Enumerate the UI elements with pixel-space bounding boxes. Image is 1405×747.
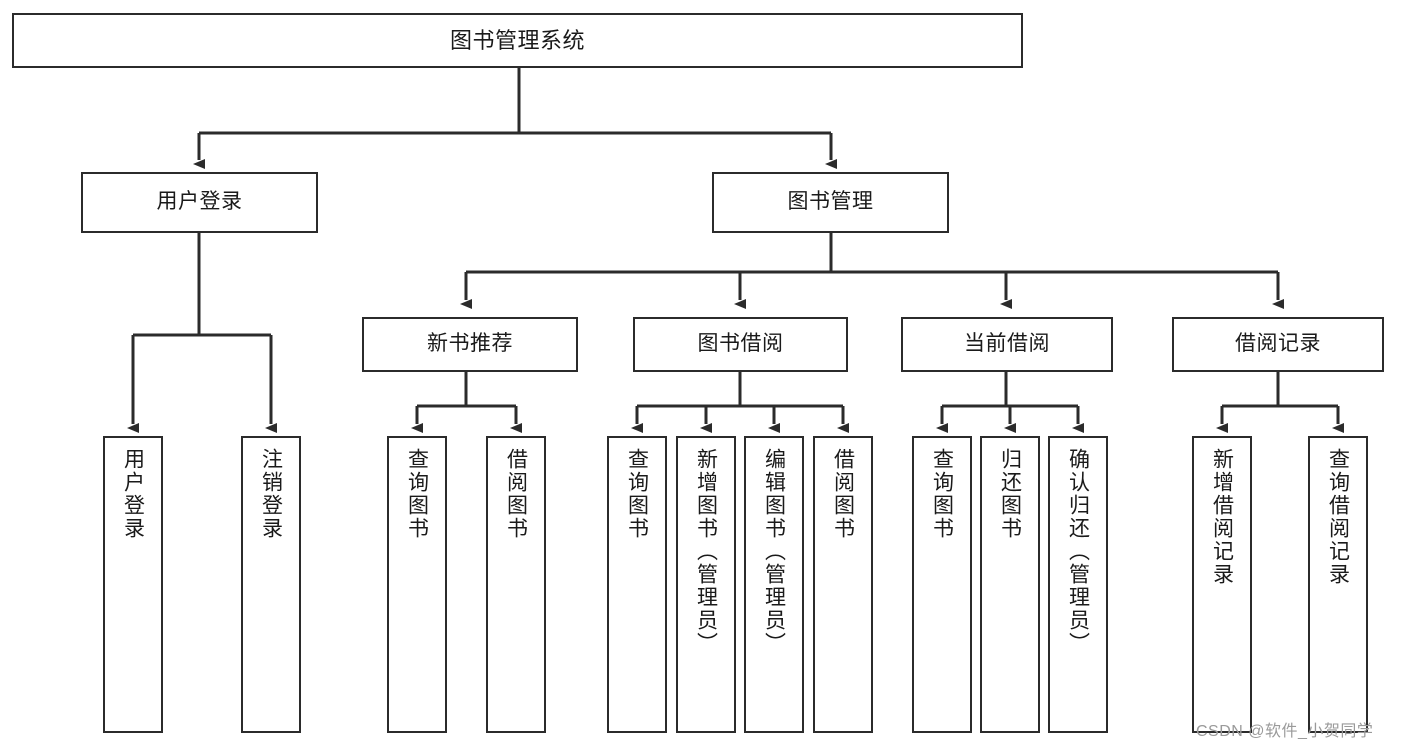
node-leaf-confirm-return[interactable]: 确认归还（管理员） xyxy=(1048,436,1108,733)
node-label: 查询图书 xyxy=(405,448,429,540)
node-label: 用户登录 xyxy=(156,190,243,214)
node-label: 借阅图书 xyxy=(831,448,855,540)
node-label: 查询图书 xyxy=(625,448,649,540)
node-leaf-query-record[interactable]: 查询借阅记录 xyxy=(1308,436,1368,733)
node-leaf-logout-login[interactable]: 注销登录 xyxy=(241,436,301,733)
node-book-borrow[interactable]: 图书借阅 xyxy=(633,317,848,372)
node-label: 确认归还（管理员） xyxy=(1066,448,1090,655)
node-leaf-add-book[interactable]: 新增图书（管理员） xyxy=(676,436,736,733)
node-label: 新增借阅记录 xyxy=(1210,448,1234,586)
node-label: 用户登录 xyxy=(121,448,145,540)
node-label: 查询借阅记录 xyxy=(1326,448,1350,586)
node-label: 图书借阅 xyxy=(697,332,784,356)
node-label: 归还图书 xyxy=(998,448,1022,540)
node-leaf-return-book[interactable]: 归还图书 xyxy=(980,436,1040,733)
node-leaf-query-book-2[interactable]: 查询图书 xyxy=(607,436,667,733)
node-leaf-edit-book[interactable]: 编辑图书（管理员） xyxy=(744,436,804,733)
node-new-book-recommend[interactable]: 新书推荐 xyxy=(362,317,578,372)
node-label: 新增图书（管理员） xyxy=(694,448,718,655)
node-label: 借阅图书 xyxy=(504,448,528,540)
csdn-watermark: CSDN @软件_小贺同学 xyxy=(1196,723,1374,740)
node-label: 注销登录 xyxy=(259,448,283,540)
node-label: 查询图书 xyxy=(930,448,954,540)
node-leaf-borrow-book-1[interactable]: 借阅图书 xyxy=(486,436,546,733)
node-label: 编辑图书（管理员） xyxy=(762,448,786,655)
node-label: 当前借阅 xyxy=(964,332,1050,356)
node-book-management-system[interactable]: 图书管理系统 xyxy=(12,13,1023,68)
node-book-management[interactable]: 图书管理 xyxy=(712,172,949,233)
node-label: 图书管理系统 xyxy=(449,27,585,53)
node-borrow-record[interactable]: 借阅记录 xyxy=(1172,317,1384,372)
node-label: 借阅记录 xyxy=(1235,332,1321,356)
node-leaf-query-book-1[interactable]: 查询图书 xyxy=(387,436,447,733)
node-user-login[interactable]: 用户登录 xyxy=(81,172,318,233)
node-leaf-user-login[interactable]: 用户登录 xyxy=(103,436,163,733)
node-current-borrow[interactable]: 当前借阅 xyxy=(901,317,1113,372)
node-label: 图书管理 xyxy=(787,190,874,214)
node-leaf-add-record[interactable]: 新增借阅记录 xyxy=(1192,436,1252,733)
node-leaf-borrow-book-2[interactable]: 借阅图书 xyxy=(813,436,873,733)
node-leaf-query-book-3[interactable]: 查询图书 xyxy=(912,436,972,733)
node-label: 新书推荐 xyxy=(427,332,513,356)
